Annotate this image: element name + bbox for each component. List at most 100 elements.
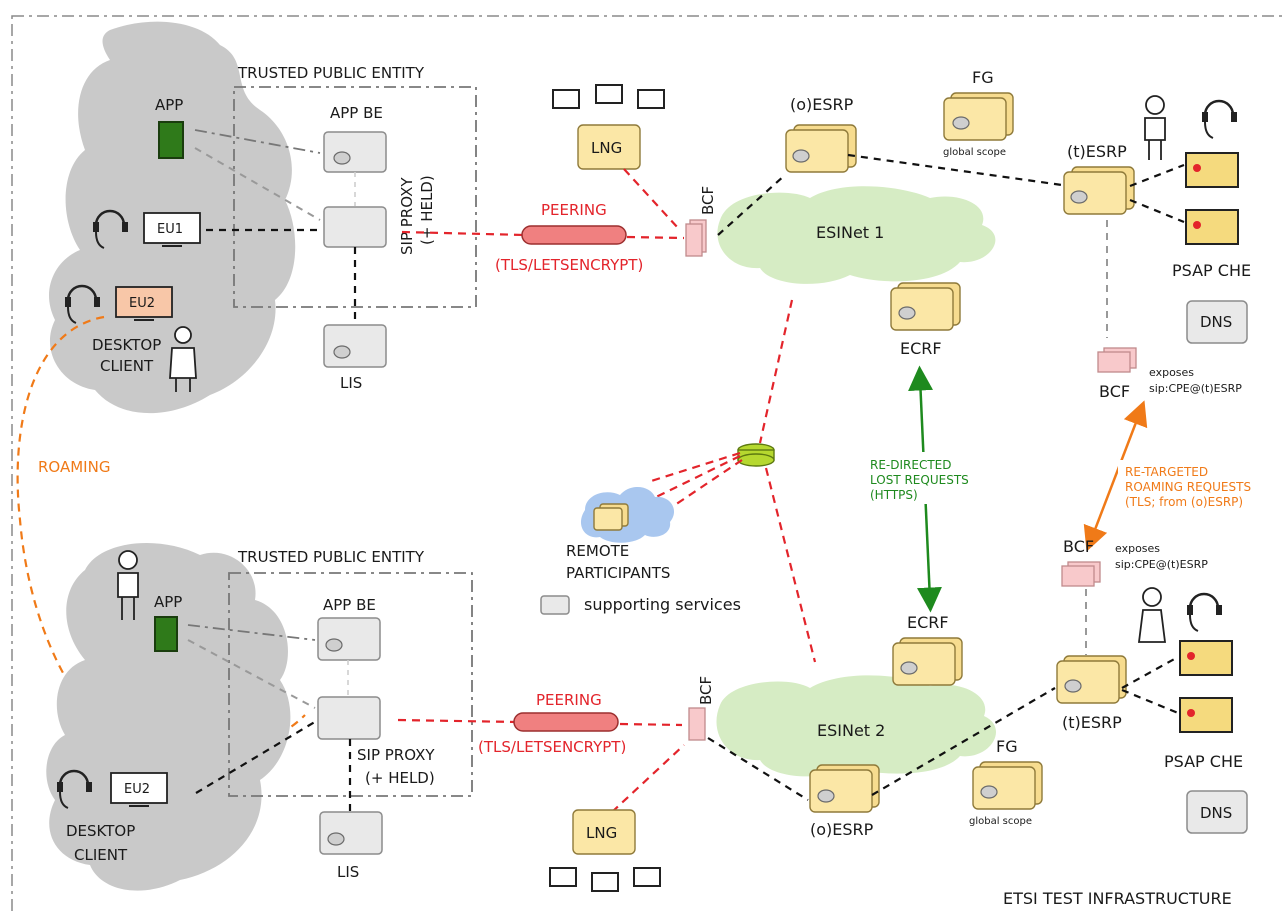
sip-to-peering-link-bottom bbox=[397, 718, 518, 724]
bcf-box-right-bottom bbox=[1061, 565, 1095, 587]
peering-to-bcf-link-bottom bbox=[619, 722, 683, 727]
desktop-client-label-top-1: DESKTOP bbox=[92, 336, 161, 354]
dns-label-top: DNS bbox=[1200, 313, 1232, 331]
peering-tube-top bbox=[521, 225, 627, 245]
dns-box-top bbox=[1186, 300, 1248, 344]
eu2-terminal-bottom bbox=[110, 772, 168, 807]
esinet1-label: ESINet 1 bbox=[816, 223, 884, 242]
redirected-label-2: LOST REQUESTS bbox=[870, 473, 969, 487]
retargeted-label-3: (TLS; from (o)ESRP) bbox=[1125, 495, 1243, 509]
person-icon bbox=[117, 550, 139, 620]
oesrp-box-top bbox=[785, 129, 849, 173]
roaming-label: ROAMING bbox=[38, 458, 110, 476]
desktop-client-label-top-2: CLIENT bbox=[100, 357, 154, 375]
lis-box-bottom bbox=[319, 811, 383, 855]
db-icon bbox=[900, 661, 918, 675]
outer-frame bbox=[11, 15, 1287, 912]
db-icon bbox=[952, 116, 970, 130]
lis-box-top bbox=[323, 324, 387, 368]
tesrp-to-psap1-link-bottom bbox=[1121, 656, 1179, 689]
eu2-terminal-top bbox=[115, 286, 173, 321]
db-icon bbox=[792, 149, 810, 163]
tesrp-to-psap1-link bbox=[1129, 163, 1185, 188]
headset-icon bbox=[93, 209, 128, 249]
exposes-label-bottom: exposes bbox=[1115, 542, 1160, 555]
bcf-box-top bbox=[685, 223, 703, 257]
lng-label-bottom: LNG bbox=[586, 824, 617, 842]
tesrp-label-bottom: (t)ESRP bbox=[1062, 713, 1122, 732]
oesrp-box-bottom bbox=[809, 769, 873, 813]
sip-proxy-held-label-top: (+ HELD) bbox=[418, 175, 436, 245]
trusted-entity-frame-bottom bbox=[228, 572, 473, 797]
retargeted-label-2: ROAMING REQUESTS bbox=[1125, 480, 1251, 494]
headset-icon bbox=[1202, 99, 1237, 139]
psap-monitor-top-1 bbox=[1185, 152, 1239, 188]
redirected-label-1: RE-DIRECTED bbox=[870, 458, 951, 472]
app-to-appbe-link-bottom bbox=[187, 624, 316, 641]
db-icon bbox=[898, 306, 916, 320]
tesrp-to-psap2-link bbox=[1129, 198, 1185, 224]
lis-label-top: LIS bbox=[340, 374, 362, 392]
sip-proxy-label-bottom: SIP PROXY bbox=[357, 746, 435, 764]
bcf-label-bottom: BCF bbox=[697, 676, 715, 705]
desktop-client-label-bottom-2: CLIENT bbox=[74, 846, 128, 864]
exposes-uri-label-top: sip:CPE@(t)ESRP bbox=[1149, 382, 1242, 395]
trusted-entity-label-top: TRUSTED PUBLIC ENTITY bbox=[237, 64, 425, 82]
central-database-icon bbox=[737, 443, 775, 467]
lng-label-top: LNG bbox=[591, 139, 622, 157]
app-to-appbe-link bbox=[194, 129, 321, 154]
db-icon bbox=[817, 789, 835, 803]
person-icon bbox=[1144, 95, 1166, 160]
retargeted-label-bg bbox=[1118, 460, 1287, 512]
esinet1-cloud bbox=[717, 186, 996, 284]
db-icon bbox=[327, 832, 345, 846]
eu2-label-bottom: EU2 bbox=[124, 782, 150, 797]
app-be-label-bottom: APP BE bbox=[323, 596, 376, 614]
sip-proxy-label-top: SIP PROXY bbox=[398, 177, 416, 255]
oesrp-to-tesrp-link-bottom bbox=[871, 687, 1056, 796]
db-icon bbox=[333, 151, 351, 165]
db-icon bbox=[325, 638, 343, 652]
esinet2-label: ESINet 2 bbox=[817, 721, 885, 740]
peering-sub-label-top: (TLS/LETSENCRYPT) bbox=[495, 256, 643, 274]
db-icon bbox=[333, 345, 351, 359]
gateway-terminals-bottom bbox=[549, 867, 661, 892]
retargeted-label-1: RE-TARGETED bbox=[1125, 465, 1208, 479]
center-to-remote-link-2 bbox=[649, 455, 741, 501]
psap-che-label-top: PSAP CHE bbox=[1172, 261, 1251, 280]
remote-label-2: PARTICIPANTS bbox=[566, 564, 670, 582]
desktop-client-label-bottom-1: DESKTOP bbox=[66, 822, 135, 840]
eu2-to-sip-link-bottom bbox=[195, 719, 319, 794]
exposes-label-top: exposes bbox=[1149, 366, 1194, 379]
db-icon bbox=[1064, 679, 1082, 693]
ecrf-label-bottom: ECRF bbox=[907, 613, 949, 632]
lng-box-top bbox=[577, 124, 641, 170]
bcf-to-oesrp-link bbox=[717, 174, 786, 236]
headset-icon bbox=[65, 284, 100, 324]
app-be-label-top: APP BE bbox=[330, 104, 383, 122]
lis-label-bottom: LIS bbox=[337, 863, 359, 881]
app-be-box-top bbox=[323, 131, 387, 173]
remote-label-1: REMOTE bbox=[566, 542, 629, 560]
eu2-label-top: EU2 bbox=[129, 296, 155, 311]
ecrf-label-top: ECRF bbox=[900, 339, 942, 358]
fg-box-top bbox=[943, 97, 1007, 141]
headset-icon bbox=[57, 769, 92, 809]
peering-label-top: PEERING bbox=[541, 201, 607, 219]
eu1-terminal bbox=[143, 212, 201, 247]
legend-label: supporting services bbox=[584, 595, 741, 614]
esinet2-cloud bbox=[716, 675, 997, 777]
person-icon bbox=[169, 326, 197, 392]
oesrp-to-tesrp-link bbox=[847, 153, 1063, 187]
app-to-sip-link-bottom bbox=[187, 639, 316, 709]
gateway-terminals-top bbox=[552, 84, 665, 109]
exposes-uri-label-bottom: sip:CPE@(t)ESRP bbox=[1115, 558, 1208, 571]
db-icon bbox=[980, 785, 998, 799]
location-pin-icon bbox=[1187, 709, 1195, 717]
peering-tube-bottom bbox=[513, 712, 619, 732]
peering-label-bottom: PEERING bbox=[536, 691, 602, 709]
redirected-label-bg bbox=[860, 452, 982, 504]
bcf-box-bottom bbox=[688, 707, 706, 741]
sip-proxy-box-top bbox=[323, 206, 387, 248]
